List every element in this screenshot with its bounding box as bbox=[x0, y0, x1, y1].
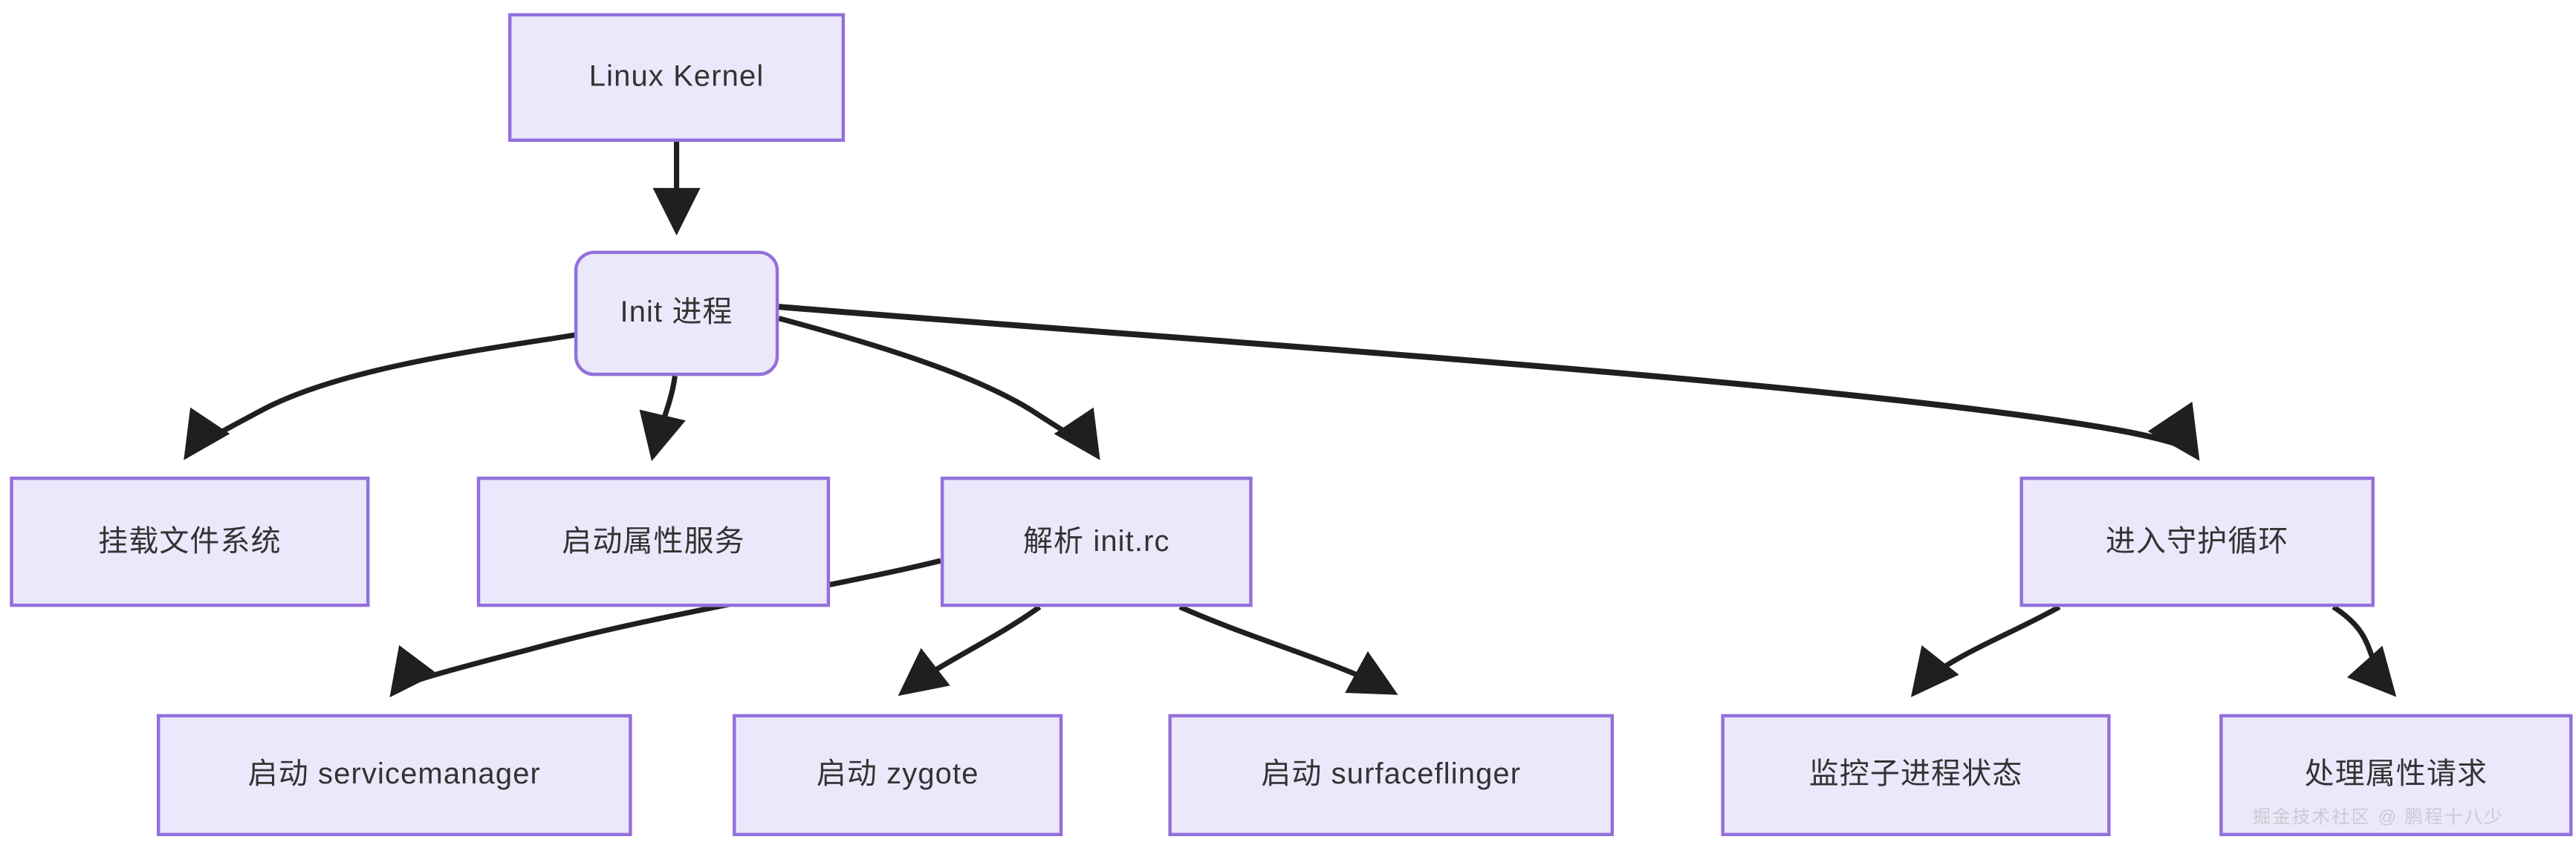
node-label-linux-kernel: Linux Kernel bbox=[588, 59, 765, 93]
node-parse-init-rc[interactable]: 解析 init.rc bbox=[940, 476, 1253, 607]
node-label-handle-property-request: 处理属性请求 bbox=[2304, 757, 2488, 791]
edge-parseinitrc-to-zygote bbox=[898, 604, 1042, 697]
node-label-init-process: Init 进程 bbox=[620, 295, 733, 329]
node-label-start-zygote: 启动 zygote bbox=[816, 757, 979, 791]
node-mount-filesystem[interactable]: 挂载文件系统 bbox=[10, 476, 370, 607]
edge-daemonloop-to-monitorchild bbox=[1910, 604, 2061, 697]
node-label-start-surfaceflinger: 启动 surfaceflinger bbox=[1261, 757, 1522, 791]
edge-init-to-daemonloop bbox=[778, 304, 2200, 461]
watermark-text: 掘金技术社区 @ 鹏程十八少 bbox=[2252, 808, 2504, 828]
edge-init-to-propservice bbox=[639, 375, 686, 462]
node-label-enter-daemon-loop: 进入守护循环 bbox=[2105, 524, 2289, 558]
node-start-surfaceflinger[interactable]: 启动 surfaceflinger bbox=[1168, 714, 1615, 837]
node-label-start-servicemanager: 启动 servicemanager bbox=[247, 757, 541, 791]
node-label-monitor-child-process: 监控子进程状态 bbox=[1808, 757, 2023, 791]
edge-init-to-parseinitrc bbox=[778, 316, 1100, 460]
node-start-servicemanager[interactable]: 启动 servicemanager bbox=[156, 714, 632, 837]
node-enter-daemon-loop[interactable]: 进入守护循环 bbox=[2019, 476, 2375, 607]
node-start-zygote[interactable]: 启动 zygote bbox=[733, 714, 1063, 837]
edge-daemonloop-to-handleprop bbox=[2332, 604, 2397, 697]
node-monitor-child-process[interactable]: 监控子进程状态 bbox=[1721, 714, 2111, 837]
node-label-start-property-service: 启动属性服务 bbox=[562, 524, 745, 558]
edge-init-to-mountfs bbox=[184, 332, 577, 460]
node-handle-property-request[interactable]: 处理属性请求 bbox=[2219, 714, 2573, 837]
node-init-process[interactable]: Init 进程 bbox=[574, 250, 779, 376]
node-start-property-service[interactable]: 启动属性服务 bbox=[476, 476, 831, 607]
node-label-mount-filesystem: 挂载文件系统 bbox=[98, 524, 282, 558]
node-label-parse-init-rc: 解析 init.rc bbox=[1022, 524, 1170, 558]
node-linux-kernel[interactable]: Linux Kernel bbox=[508, 13, 846, 143]
edge-parseinitrc-to-surfaceflinger bbox=[1178, 604, 1398, 695]
